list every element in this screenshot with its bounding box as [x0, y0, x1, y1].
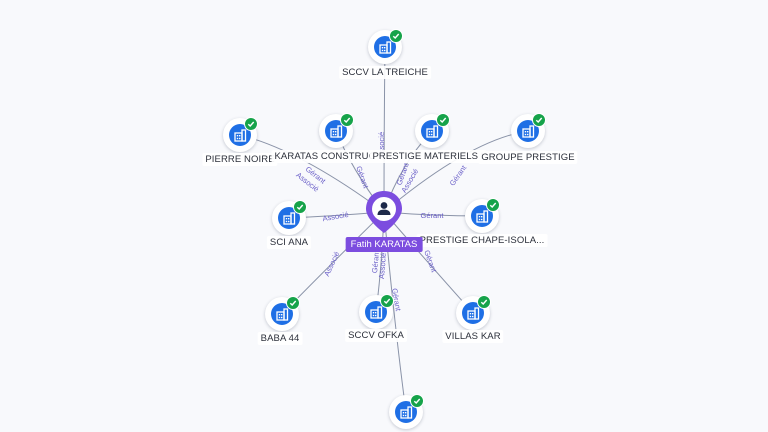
company-icon	[517, 120, 539, 142]
check-icon	[247, 121, 255, 128]
building-icon	[370, 306, 383, 319]
verified-badge-icon	[286, 296, 300, 310]
edge-label: Gérant	[448, 163, 469, 188]
company-node-groupe-prestige[interactable]	[511, 113, 546, 148]
verified-badge-icon	[532, 113, 546, 127]
company-icon	[421, 120, 443, 142]
building-icon	[467, 307, 480, 320]
check-icon	[289, 300, 297, 307]
company-icon	[395, 401, 417, 423]
company-node-karatas-construc[interactable]	[319, 113, 354, 148]
company-icon	[325, 120, 347, 142]
edge-label: Gérant	[354, 165, 371, 190]
company-label-villas-kar[interactable]: VILLAS KAR	[442, 330, 504, 343]
company-node-prestige-chape[interactable]	[465, 198, 500, 233]
company-icon	[229, 124, 251, 146]
edge-label: Associé	[322, 250, 341, 278]
map-pin-icon	[366, 191, 402, 233]
check-icon	[439, 117, 447, 124]
edge-label: Associé	[377, 252, 388, 279]
company-icon	[278, 207, 300, 229]
verified-badge-icon	[380, 294, 394, 308]
company-label-prestige-chape[interactable]: PRESTIGE CHAPE-ISOLA...	[416, 234, 548, 247]
check-icon	[296, 204, 304, 211]
edge-label: Associé	[377, 132, 386, 158]
edge-label: Gérant	[390, 287, 403, 312]
company-label-sccv-la-treiche[interactable]: SCCV LA TREICHE	[339, 66, 431, 79]
check-icon	[392, 33, 400, 40]
building-icon	[276, 308, 289, 321]
verified-badge-icon	[244, 117, 258, 131]
edge-label: Gérant	[370, 249, 381, 274]
check-icon	[535, 117, 543, 124]
check-icon	[413, 398, 421, 405]
company-label-sccv-ofka[interactable]: SCCV OFKA	[345, 329, 407, 342]
company-node-sccv-la-treiche[interactable]	[368, 29, 403, 64]
company-icon	[374, 36, 396, 58]
building-icon	[379, 41, 392, 54]
verified-badge-icon	[477, 295, 491, 309]
building-icon	[522, 125, 535, 138]
company-node-prestige-materiels[interactable]	[415, 113, 450, 148]
company-node-baba-44[interactable]	[265, 296, 300, 331]
edge-label: Gérant	[421, 211, 445, 220]
verified-badge-icon	[293, 200, 307, 214]
check-icon	[480, 299, 488, 306]
company-icon	[365, 301, 387, 323]
center-person-node[interactable]	[366, 191, 402, 233]
company-label-pierre-noire[interactable]: PIERRE NOIRE	[202, 153, 278, 166]
person-icon	[377, 202, 391, 215]
building-icon	[476, 210, 489, 223]
company-node-bottom-company[interactable]	[389, 394, 424, 429]
building-icon	[426, 125, 439, 138]
edge-label: Associé	[322, 210, 349, 223]
building-icon	[283, 212, 296, 225]
company-node-sci-ana[interactable]	[272, 200, 307, 235]
building-icon	[234, 129, 247, 142]
company-node-sccv-ofka[interactable]	[359, 294, 394, 329]
company-icon	[462, 302, 484, 324]
company-icon	[271, 303, 293, 325]
company-label-baba-44[interactable]: BABA 44	[257, 332, 303, 345]
company-icon	[471, 205, 493, 227]
verified-badge-icon	[410, 394, 424, 408]
company-label-prestige-materiels[interactable]: PRESTIGE MATERIELS I	[369, 150, 487, 163]
company-node-pierre-noire[interactable]	[223, 117, 258, 152]
company-label-groupe-prestige[interactable]: GROUPE PRESTIGE	[478, 151, 578, 164]
check-icon	[343, 117, 351, 124]
company-node-villas-kar[interactable]	[456, 295, 491, 330]
company-label-sci-ana[interactable]: SCI ANA	[266, 236, 312, 249]
verified-badge-icon	[340, 113, 354, 127]
building-icon	[330, 125, 343, 138]
building-icon	[400, 406, 413, 419]
check-icon	[383, 298, 391, 305]
edge-label: Gérant	[422, 249, 439, 274]
verified-badge-icon	[436, 113, 450, 127]
verified-badge-icon	[389, 29, 403, 43]
center-person-label[interactable]: Fatih KARATAS	[345, 237, 423, 252]
verified-badge-icon	[486, 198, 500, 212]
company-label-karatas-construc[interactable]: KARATAS CONSTRUC	[271, 150, 379, 163]
check-icon	[489, 202, 497, 209]
